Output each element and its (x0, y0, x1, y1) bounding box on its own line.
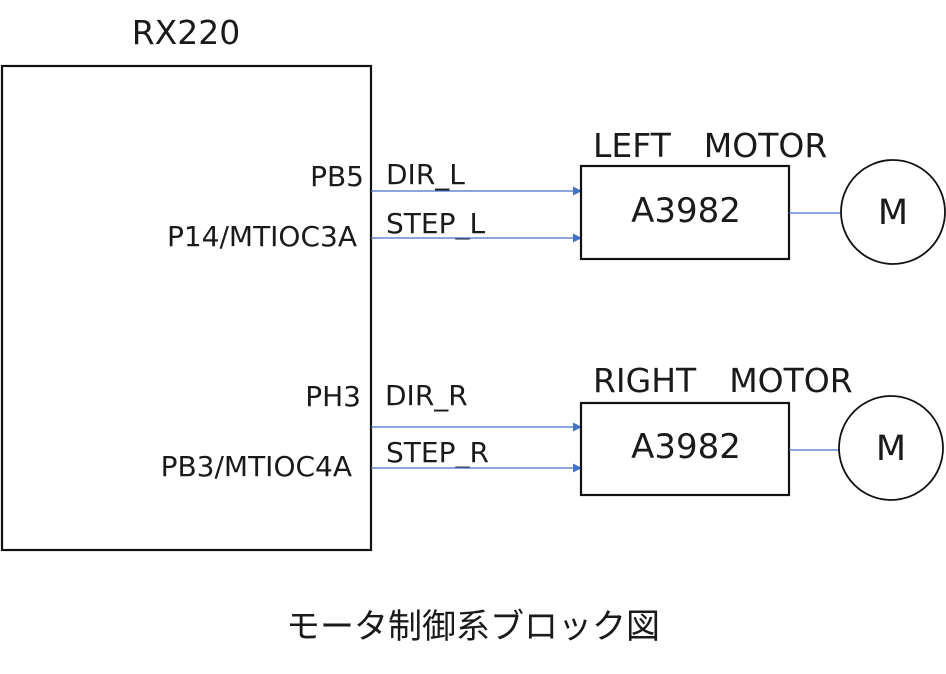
right-driver-block (579, 401, 791, 497)
pin-label-dir-r: PH3 (305, 380, 361, 413)
net-label-dir-r: DIR_R (385, 379, 468, 412)
left-motor-symbol (840, 159, 946, 265)
net-label-dir-l: DIR_L (386, 158, 465, 191)
mcu-block (0, 64, 373, 552)
left-motor-channel: LEFT MOTOR PB5 DIR_L P14/MTIOC3A STEP_L … (167, 126, 946, 265)
right-driver-label: A3982 (631, 427, 741, 467)
diagram-caption: モータ制御系ブロック図 (286, 607, 660, 647)
left-motor-heading: LEFT MOTOR (593, 126, 827, 165)
pin-label-step-l: P14/MTIOC3A (167, 220, 357, 253)
left-motor-label: M (878, 193, 908, 233)
left-driver-block (579, 164, 791, 261)
left-driver-label: A3982 (631, 191, 741, 231)
pin-label-step-r: PB3/MTIOC4A (161, 450, 352, 483)
right-motor-heading: RIGHT MOTOR (593, 361, 853, 400)
pin-label-dir-l: PB5 (310, 160, 364, 193)
right-motor-channel: RIGHT MOTOR PH3 DIR_R PB3/MTIOC4A STEP_R… (161, 361, 944, 501)
net-label-step-l: STEP_L (386, 207, 485, 240)
mcu-name: RX220 (132, 13, 241, 52)
right-motor-symbol (838, 395, 944, 501)
right-motor-label: M (876, 429, 906, 469)
net-label-step-r: STEP_R (386, 436, 489, 469)
